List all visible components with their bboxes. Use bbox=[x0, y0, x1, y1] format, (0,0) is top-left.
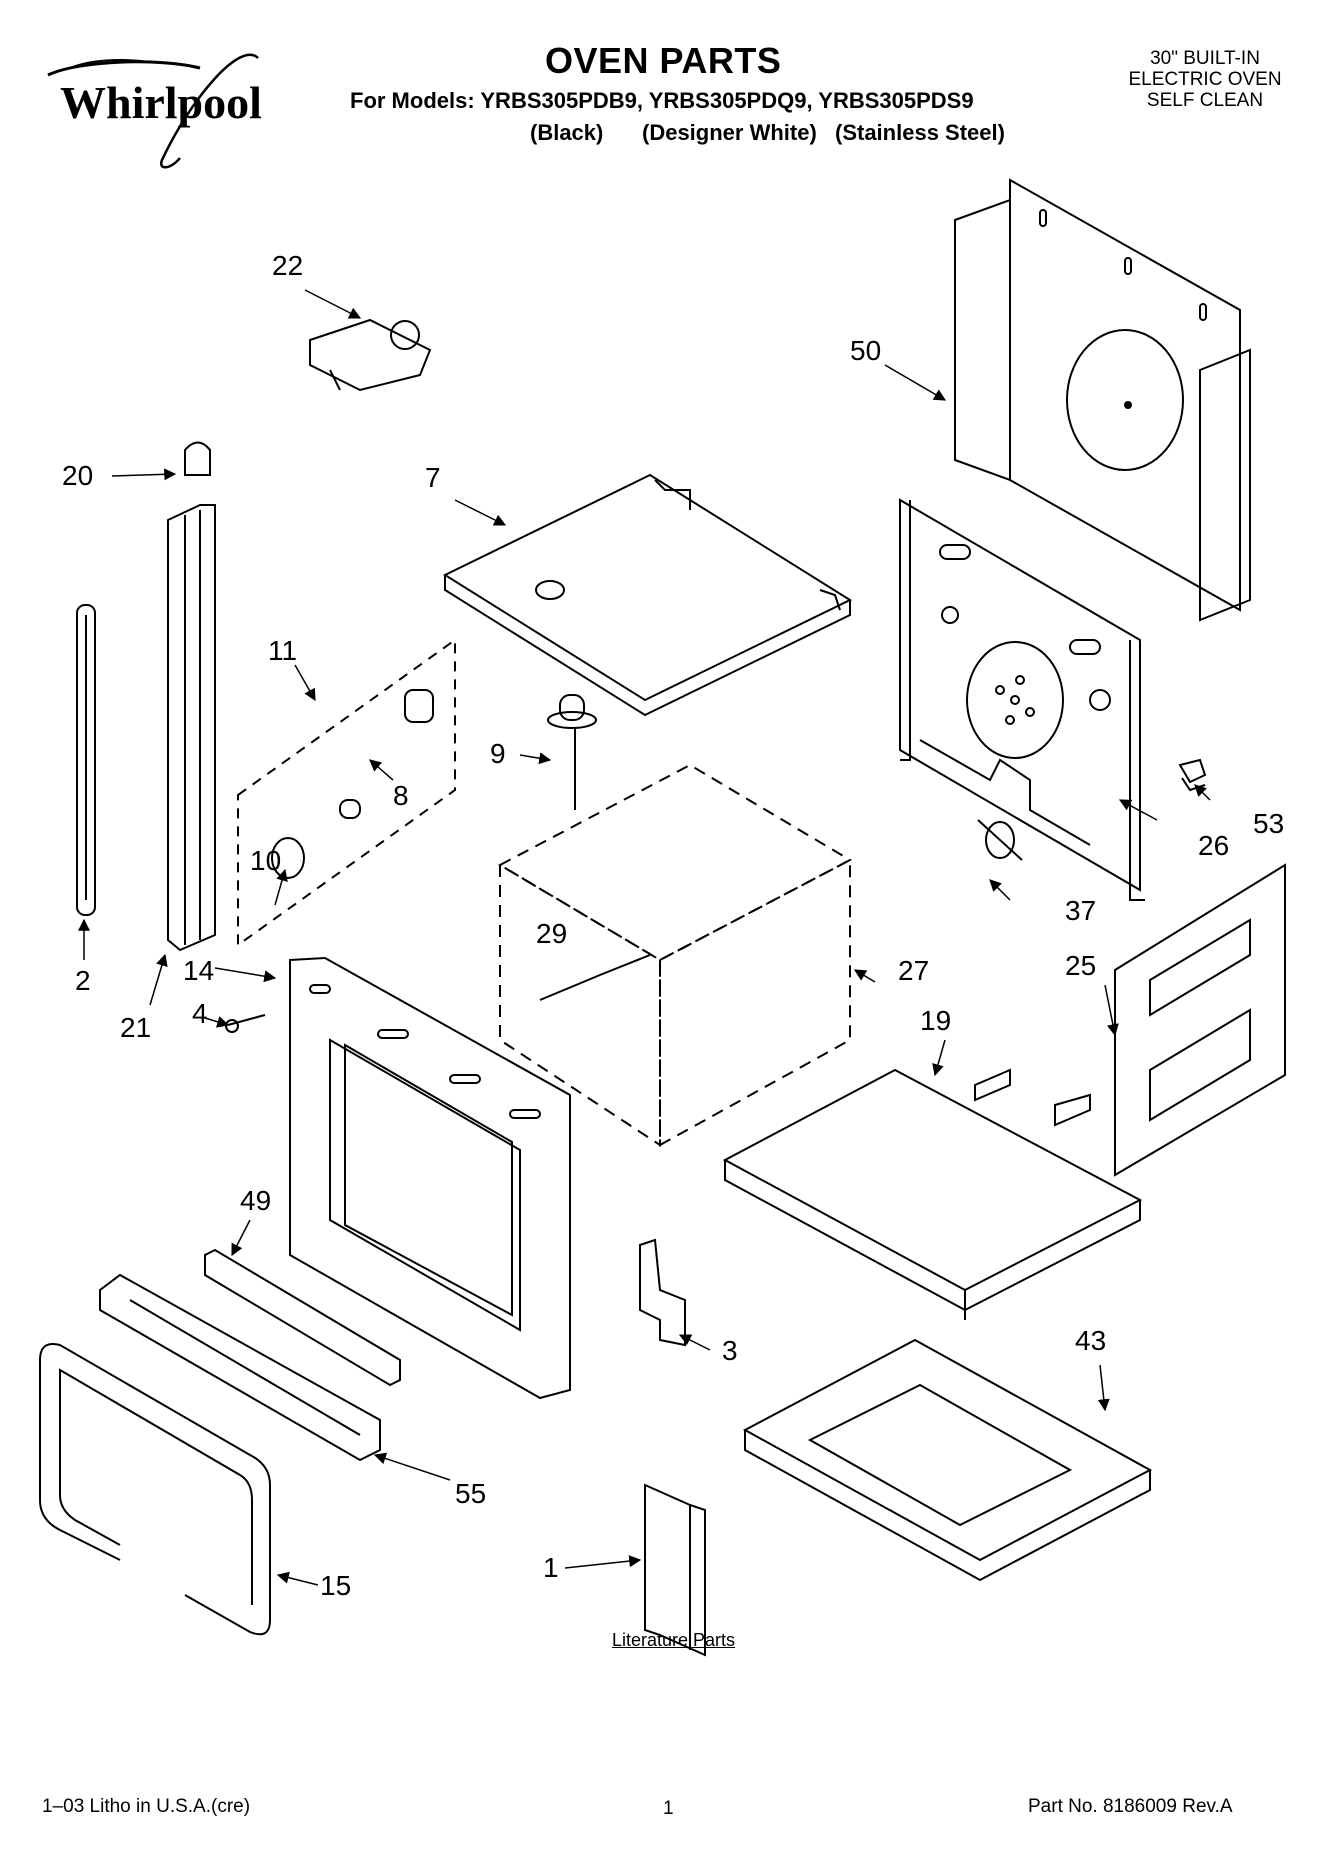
part-49-vent-strip bbox=[204, 1248, 401, 1387]
callout-10: 10 bbox=[250, 845, 282, 876]
callout-27: 27 bbox=[898, 955, 930, 986]
color-black-label: (Black) bbox=[530, 120, 604, 145]
callout-leaders bbox=[78, 289, 1211, 1586]
part-4-screw bbox=[225, 1014, 266, 1033]
callout-20: 20 bbox=[62, 460, 94, 491]
part-43-broiler-pan bbox=[742, 1338, 1153, 1582]
part-19-bottom-panel bbox=[722, 1068, 1143, 1320]
callout-15: 15 bbox=[320, 1570, 352, 1601]
part-14-front-frame bbox=[289, 956, 571, 1400]
callout-25: 25 bbox=[1065, 950, 1097, 981]
page-title: OVEN PARTS bbox=[545, 40, 782, 81]
oven-type-block: 30" BUILT-IN ELECTRIC OVEN SELF CLEAN bbox=[1105, 48, 1305, 111]
callout-26: 26 bbox=[1198, 830, 1230, 861]
part-3-bracket bbox=[639, 1238, 686, 1347]
part-50-rear-panel bbox=[954, 178, 1251, 622]
footer-litho: 1–03 Litho in U.S.A.(cre) bbox=[42, 1796, 251, 1817]
part-11-light-assembly bbox=[237, 638, 456, 947]
part-22-door-latch bbox=[309, 318, 432, 392]
footer-page-number: 1 bbox=[663, 1798, 674, 1819]
callout-14: 14 bbox=[183, 955, 215, 986]
part-15-door-gasket bbox=[39, 1343, 271, 1636]
callout-49: 49 bbox=[240, 1185, 272, 1216]
part-27-oven-cavity bbox=[497, 763, 853, 1147]
part-21-side-trim bbox=[167, 504, 216, 952]
part-25-side-panel bbox=[1114, 863, 1286, 1177]
part-1-literature bbox=[644, 1483, 706, 1657]
callout-7: 7 bbox=[425, 462, 441, 493]
callout-55: 55 bbox=[455, 1478, 487, 1509]
callout-21: 21 bbox=[120, 1012, 152, 1043]
part-9-sensor bbox=[547, 694, 597, 810]
part-26-rear-shield bbox=[899, 498, 1145, 901]
callout-50: 50 bbox=[850, 335, 882, 366]
oven-type-line3: SELF CLEAN bbox=[1146, 90, 1264, 111]
whirlpool-swirl-icon: Whirlpool bbox=[47, 53, 262, 169]
callout-2: 2 bbox=[75, 965, 91, 996]
callout-3: 3 bbox=[722, 1335, 738, 1366]
callout-8: 8 bbox=[393, 780, 409, 811]
callout-4: 4 bbox=[192, 998, 208, 1029]
oven-type-line1: 30" BUILT-IN bbox=[1150, 48, 1260, 69]
whirlpool-logo: Whirlpool bbox=[40, 40, 280, 170]
callout-37: 37 bbox=[1065, 895, 1097, 926]
literature-parts-label: Literature Parts bbox=[612, 1630, 736, 1650]
color-steel-label: (Stainless Steel) bbox=[835, 120, 1005, 145]
callout-9: 9 bbox=[490, 738, 506, 769]
part-7-top-panel bbox=[442, 473, 853, 717]
models-line: For Models: YRBS305PDB9, YRBS305PDQ9, YR… bbox=[350, 88, 974, 113]
part-37-thermal-switch bbox=[977, 819, 1023, 861]
part-53-clip bbox=[1178, 758, 1207, 792]
callout-53: 53 bbox=[1253, 808, 1285, 839]
callout-22: 22 bbox=[272, 250, 304, 281]
callout-11: 11 bbox=[268, 635, 298, 666]
brand-wordmark: Whirlpool bbox=[60, 77, 262, 128]
part-55-vent-trim bbox=[99, 1273, 381, 1462]
callout-29: 29 bbox=[536, 918, 568, 949]
callout-43: 43 bbox=[1075, 1325, 1107, 1356]
callout-19: 19 bbox=[920, 1005, 952, 1036]
callout-1: 1 bbox=[543, 1552, 559, 1583]
part-29-broil-element bbox=[539, 954, 651, 1001]
oven-type-line2: ELECTRIC OVEN bbox=[1128, 69, 1282, 90]
color-white-label: (Designer White) bbox=[642, 120, 817, 145]
footer-part-number: Part No. 8186009 Rev.A bbox=[1028, 1796, 1233, 1817]
part-20-tab bbox=[184, 441, 211, 476]
part-2-trim-rod bbox=[76, 604, 96, 916]
